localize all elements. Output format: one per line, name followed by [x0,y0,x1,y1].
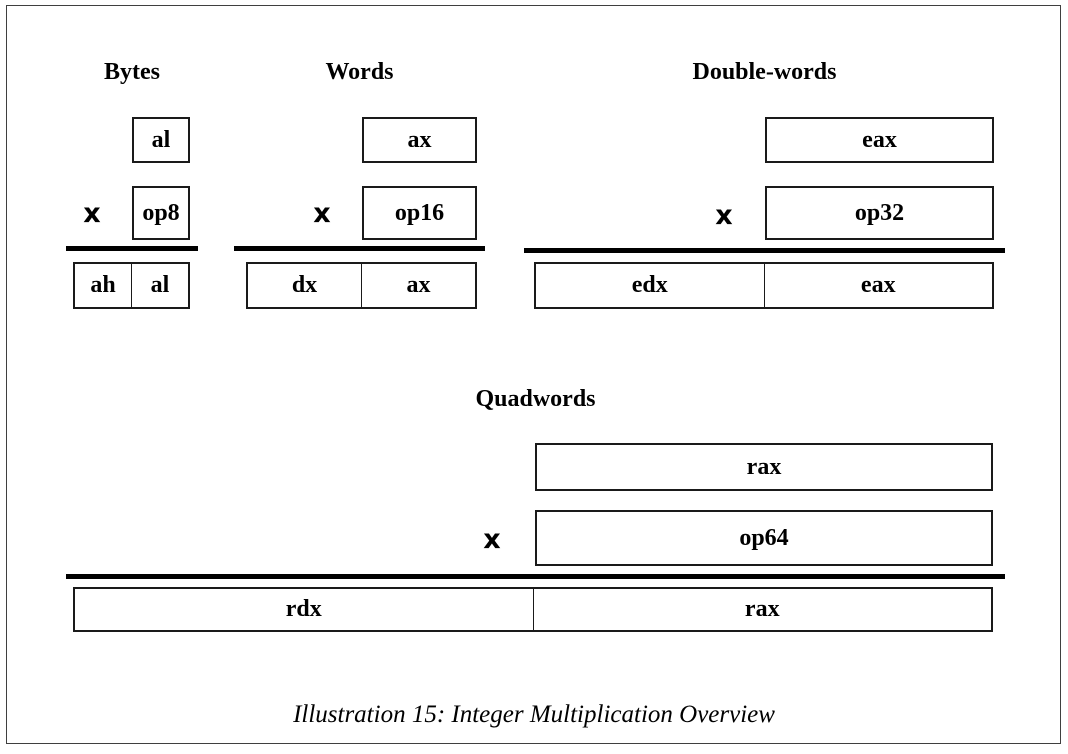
quadwords-multiply-sign: x [483,524,501,555]
double-words-multiplicand-box: eax [765,117,994,163]
words-product-row: dx ax [246,262,477,309]
quadwords-sum-line [66,574,1005,579]
quadwords-multiplier-box: op64 [535,510,993,566]
quadwords-product-low-cell: rax [744,596,780,622]
double-words-product-low-cell: eax [860,272,896,298]
double-words-product-high-cell: edx [536,264,765,307]
words-section: Words ax x op16 dx ax [234,60,485,310]
figure-caption: Illustration 15: Integer Multiplication … [293,701,775,728]
quadwords-multiplicand-box: rax [535,443,993,491]
bytes-multiplier-box: op8 [132,186,190,240]
words-sum-line [234,246,485,251]
figure-frame [6,5,1061,744]
words-multiply-sign: x [313,198,331,229]
words-multiplicand-box: ax [362,117,477,163]
bytes-product-row: ah al [73,262,190,309]
bytes-section: Bytes al x op8 ah al [66,60,198,310]
quadwords-product-row: rdx rax [73,587,993,632]
bytes-multiply-sign: x [83,198,101,229]
double-words-multiplier-box: op32 [765,186,994,240]
double-words-product-row: edx eax [534,262,994,309]
words-multiplier-box: op16 [362,186,477,240]
quadwords-title: Quadwords [475,386,596,412]
words-product-low-cell: ax [406,272,431,298]
bytes-title: Bytes [104,59,160,85]
bytes-sum-line [66,246,198,251]
quadwords-product-high-cell: rdx [75,589,534,630]
double-words-sum-line [524,248,1005,253]
quadwords-section: Quadwords rax x op64 rdx rax [66,387,1005,633]
double-words-section: Double-words eax x op32 edx eax [524,60,1005,310]
bytes-product-low-cell: al [150,272,170,298]
words-product-high-cell: dx [248,264,362,307]
words-title: Words [325,59,394,85]
double-words-multiply-sign: x [715,200,733,231]
double-words-title: Double-words [692,59,837,85]
bytes-product-high-cell: ah [75,264,132,307]
bytes-multiplicand-box: al [132,117,190,163]
